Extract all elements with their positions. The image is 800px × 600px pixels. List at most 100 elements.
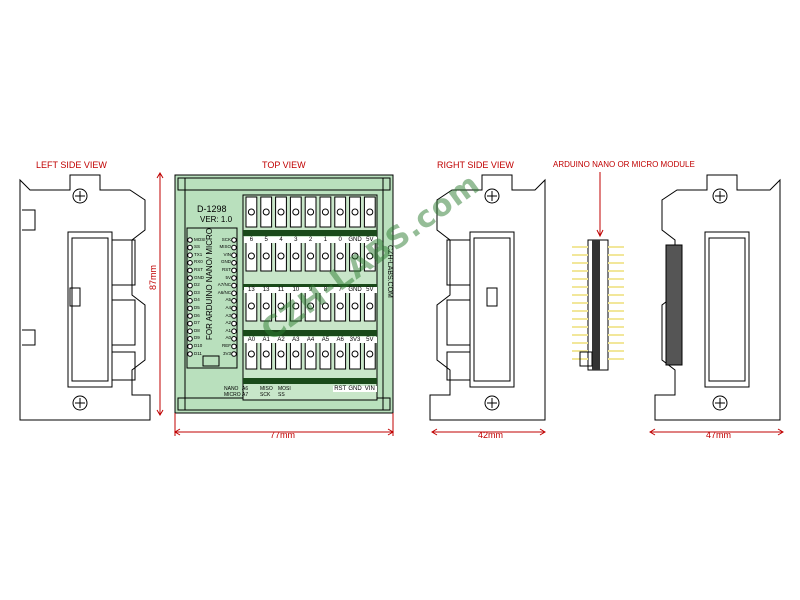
header-pin — [187, 267, 193, 274]
terminal-screw — [349, 196, 361, 228]
header-pin — [187, 275, 193, 281]
terminal-label: GND — [347, 287, 363, 293]
screw-head — [247, 252, 255, 260]
screw-head — [247, 302, 255, 310]
module-title: ARDUINO NANO OR MICRO MODULE — [553, 160, 695, 169]
bottom-label: SCK — [260, 392, 271, 398]
header-pin — [231, 267, 237, 274]
screw-head — [366, 302, 374, 310]
terminal-label: A4 — [303, 337, 318, 343]
terminal-screw — [334, 338, 347, 370]
terminal-screw — [260, 338, 273, 370]
module-pin — [608, 270, 624, 272]
screw-head — [336, 350, 344, 358]
terminal-label: 9 — [303, 287, 318, 293]
right-pin-label: A5 — [225, 297, 231, 303]
header-pin — [231, 313, 237, 319]
screw-head — [277, 208, 285, 216]
header-pin — [187, 298, 193, 304]
screw-head — [262, 350, 270, 358]
terminal-label: A1 — [258, 337, 274, 343]
header-pin — [187, 282, 193, 289]
module-pin — [608, 246, 624, 248]
module-pin — [572, 310, 588, 312]
left-pin-label: D3 — [194, 289, 200, 295]
screw-head — [292, 350, 300, 358]
right-view-with-module — [649, 174, 784, 436]
terminal-screw — [363, 338, 376, 370]
left-side-view — [19, 174, 151, 421]
header-pin — [187, 260, 193, 266]
terminal-label: 3 — [288, 237, 304, 243]
terminal-label: 13 — [244, 287, 259, 293]
module-pin — [572, 334, 588, 336]
terminal-screw — [304, 196, 317, 228]
terminal-screw — [260, 240, 273, 272]
module-pin — [572, 302, 588, 304]
module-pin — [572, 286, 588, 288]
terminal-label: 6 — [244, 237, 259, 243]
terminal-label: A3 — [288, 337, 304, 343]
board-model: D-1298 — [197, 204, 227, 214]
left-pin-label: SS — [194, 244, 201, 250]
screw-head — [321, 252, 329, 260]
right-pin-label: A2 — [225, 320, 231, 326]
terminal-label: RST — [332, 386, 348, 392]
terminal-screw — [363, 196, 376, 228]
terminal-label: 7 — [332, 287, 348, 293]
left-pin-label: D9 — [194, 335, 200, 341]
terminal-screw — [304, 240, 317, 272]
header-pin — [187, 336, 193, 342]
left-pin-label: MOSI — [194, 236, 206, 242]
right-pin-label: A1 — [225, 327, 231, 333]
width-top-dimension-label: 77mm — [270, 430, 296, 440]
left-pin-label: GND — [194, 274, 204, 280]
module-pin — [608, 302, 624, 304]
right-pin-label: 5V — [225, 274, 231, 280]
module-pin — [572, 318, 588, 320]
left-view-title: LEFT SIDE VIEW — [36, 160, 107, 170]
module-pin — [608, 318, 624, 320]
left-pin-label: D6 — [194, 312, 200, 318]
screw-head — [307, 208, 315, 216]
header-pin — [231, 328, 237, 335]
terminal-label: 5V — [362, 287, 378, 293]
screw-head — [307, 350, 315, 358]
screw-head — [321, 350, 329, 358]
terminal-label: 5V — [362, 237, 378, 243]
module-pin — [608, 334, 624, 336]
right-pin-label: MISO — [219, 244, 231, 250]
right-pin-label: SCK — [221, 236, 231, 242]
terminal-label: A6 — [332, 337, 348, 343]
header-pin — [231, 275, 237, 281]
header-pin — [231, 305, 237, 312]
terminal-screw — [260, 196, 273, 228]
right-pin-label: A7/NC — [217, 282, 231, 288]
terminal-label: 5V — [362, 337, 378, 343]
bottom-label: NANO — [224, 386, 239, 392]
header-pin — [187, 343, 193, 350]
module-pin — [572, 342, 588, 344]
bottom-label: MICRO — [224, 392, 241, 398]
header-pin — [187, 305, 193, 312]
terminal-screw — [319, 338, 332, 370]
screw-head — [247, 350, 255, 358]
width-right-dimension-label: 42mm — [478, 430, 504, 440]
terminal-label: GND — [347, 386, 363, 392]
screw-head — [292, 252, 300, 260]
header-pin — [187, 244, 193, 251]
right-pin-label: REF — [222, 342, 231, 348]
screw-head — [262, 208, 270, 216]
screw-head — [262, 302, 270, 310]
left-pin-label: D5 — [194, 304, 200, 310]
module-pin — [572, 254, 588, 256]
top-view — [156, 172, 394, 436]
left-pin-label: D8 — [194, 327, 200, 333]
right-view-title: RIGHT SIDE VIEW — [437, 160, 514, 170]
screw-head — [292, 208, 300, 216]
top-view-title: TOP VIEW — [262, 160, 306, 170]
screw-head — [292, 302, 300, 310]
screw-head — [336, 252, 344, 260]
terminal-screw — [304, 338, 317, 370]
